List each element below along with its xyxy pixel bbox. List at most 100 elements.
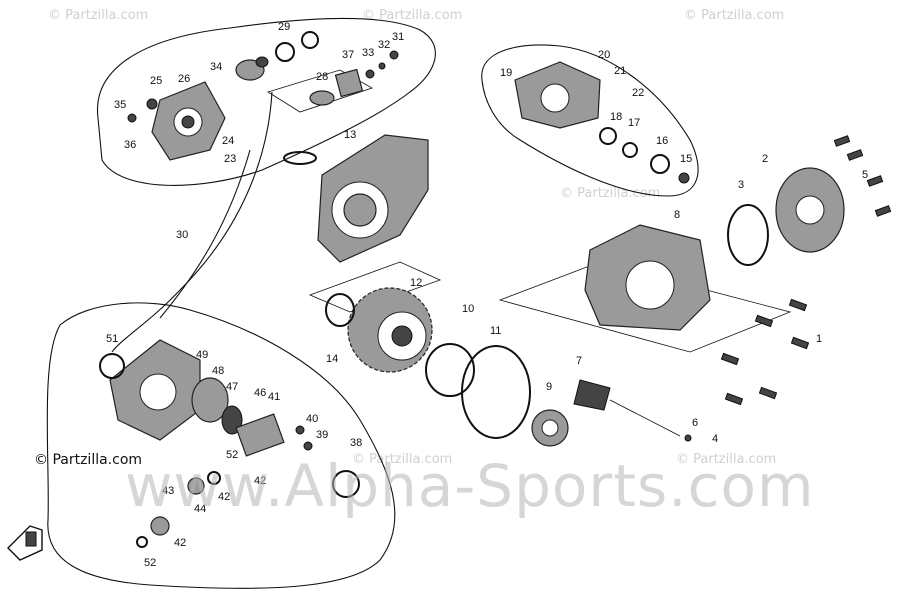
hose-30 xyxy=(111,91,273,353)
part-1-bolts xyxy=(720,298,810,406)
callout-label: 2 xyxy=(762,153,768,165)
copyright-credit: © Partzilla.com xyxy=(34,452,143,468)
callout-label: 6 xyxy=(692,417,698,429)
callout-label: 12 xyxy=(410,277,422,289)
callout-label: 20 xyxy=(598,49,610,61)
callout-label: 22 xyxy=(632,87,644,99)
hose-30b xyxy=(159,149,251,319)
callout-label: 13 xyxy=(344,129,356,141)
callout-label: 42 xyxy=(254,475,266,487)
part-51-seal xyxy=(99,353,125,379)
watermark-alpha-sports: www.Alpha-Sports.com xyxy=(125,452,815,520)
callout-label: 26 xyxy=(178,73,190,85)
callout-label: 25 xyxy=(150,75,162,87)
part-5-bolts xyxy=(833,135,892,217)
part-44-gear xyxy=(187,477,205,495)
callout-label: 16 xyxy=(656,135,668,147)
callout-label: 10 xyxy=(462,303,474,315)
part-18-bearing xyxy=(599,127,617,145)
part-8-housing xyxy=(584,224,711,331)
part-29-seal xyxy=(275,42,295,62)
callout-label: 18 xyxy=(610,111,622,123)
group-outline-top-left xyxy=(96,17,436,186)
callout-label: 30 xyxy=(176,229,188,241)
callout-label: 42 xyxy=(218,491,230,503)
callout-label: 44 xyxy=(194,503,206,515)
part-32-washer xyxy=(378,62,386,70)
part-28-ring xyxy=(309,90,335,106)
part-3-oring xyxy=(727,204,769,266)
callout-label: 40 xyxy=(306,413,318,425)
watermark-bottom-3: © Partzilla.com xyxy=(676,452,777,467)
callout-label: 34 xyxy=(210,61,222,73)
callout-label: 9 xyxy=(546,381,552,393)
callout-label: 4 xyxy=(712,433,718,445)
part-7-clip xyxy=(573,379,611,411)
callout-label: 41 xyxy=(268,391,280,403)
part-52-washer xyxy=(136,536,148,548)
watermark-top-1: © Partzilla.com xyxy=(48,8,149,23)
callout-label: 42 xyxy=(174,537,186,549)
part-13-housing xyxy=(317,134,429,263)
callout-label: 35 xyxy=(114,99,126,111)
part-11-ring xyxy=(461,345,531,439)
part-37-block xyxy=(334,68,364,98)
part-39-bolt xyxy=(303,441,313,451)
callout-label: 47 xyxy=(226,381,238,393)
part-19-housing xyxy=(514,61,601,129)
callout-label: 8 xyxy=(674,209,680,221)
nav-arrow-icon xyxy=(7,525,43,561)
callout-label: 23 xyxy=(224,153,236,165)
part-15-nut xyxy=(678,172,690,184)
callout-label: 51 xyxy=(106,333,118,345)
callout-label: 1 xyxy=(816,333,822,345)
group-outline-bottom-left xyxy=(46,302,396,589)
oring-13 xyxy=(283,151,317,165)
callout-label: 14 xyxy=(326,353,338,365)
part-26-housing xyxy=(151,81,226,161)
part-9-bearing xyxy=(531,409,569,447)
watermark-mid: © Partzilla.com xyxy=(560,186,661,201)
callout-labels: 1 2 3 4 5 6 7 8 9 10 11 12 13 14 15 16 1… xyxy=(106,21,868,569)
callout-label: 21 xyxy=(614,65,626,77)
callout-label: 7 xyxy=(576,355,582,367)
part-31-bolt xyxy=(389,50,399,60)
part-25-nut xyxy=(146,98,158,110)
part-35-bolt xyxy=(127,113,137,123)
callout-label: 3 xyxy=(738,179,744,191)
part-41-carrier xyxy=(235,413,285,457)
part-6-wire xyxy=(609,399,681,437)
part-4-pin xyxy=(684,434,692,442)
callout-label: 5 xyxy=(862,169,868,181)
part-17-clip xyxy=(622,142,638,158)
callout-label: 24 xyxy=(222,135,234,147)
part-16-seal xyxy=(650,154,670,174)
group-outline-top-right xyxy=(481,44,699,197)
callout-label: 49 xyxy=(196,349,208,361)
callout-label: 38 xyxy=(350,437,362,449)
callout-label: 48 xyxy=(212,365,224,377)
callout-label: 33 xyxy=(362,47,374,59)
part-14-ring xyxy=(325,293,355,327)
part-2-cover xyxy=(775,167,845,253)
callout-label: 52 xyxy=(144,557,156,569)
callout-label: 11 xyxy=(490,325,501,337)
callout-label: 39 xyxy=(316,429,328,441)
callout-label: 32 xyxy=(378,39,390,51)
part-52-gear xyxy=(150,516,170,536)
watermark-top-2: © Partzilla.com xyxy=(362,8,463,23)
part-49-housing xyxy=(109,339,201,441)
part-34-gear xyxy=(235,56,269,81)
part-38-seal xyxy=(332,470,360,498)
part-12-gear xyxy=(347,287,433,373)
part-42-washer xyxy=(207,471,221,485)
callout-label: 43 xyxy=(162,485,174,497)
part-40-bolt xyxy=(295,425,305,435)
callout-label: 52 xyxy=(226,449,238,461)
callout-label: 17 xyxy=(628,117,640,129)
part-29-seal-b xyxy=(301,31,319,49)
callout-label: 36 xyxy=(124,139,136,151)
watermark-top-3: © Partzilla.com xyxy=(684,8,785,23)
callout-label: 46 xyxy=(254,387,266,399)
